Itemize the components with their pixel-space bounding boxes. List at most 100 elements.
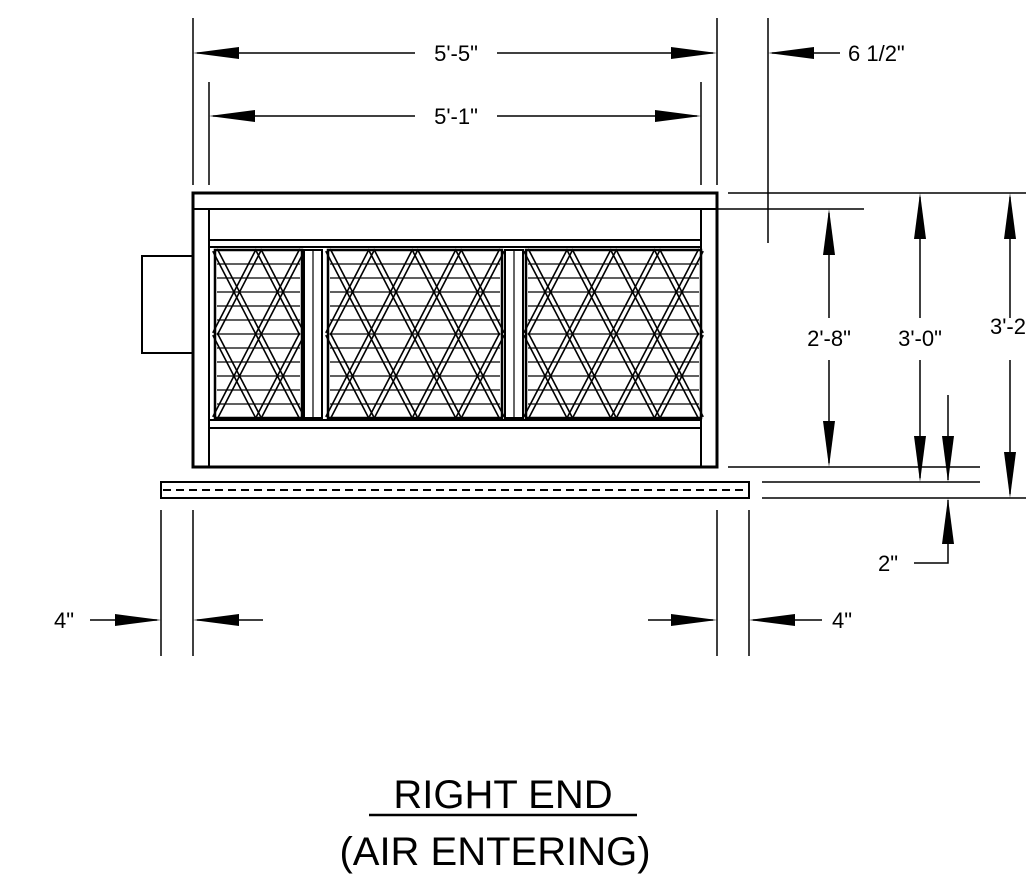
bracing-bar xyxy=(566,334,612,420)
dim-right-overhang: 4" xyxy=(832,608,852,633)
subtitle-text: (AIR ENTERING) xyxy=(339,830,650,874)
side-junction-box xyxy=(141,255,193,354)
extension-lines xyxy=(160,18,1026,656)
bracing-bar xyxy=(566,250,612,336)
bracing-bar xyxy=(658,248,704,334)
bracing-bar xyxy=(566,248,612,334)
bracing-bar xyxy=(615,334,661,420)
filter-grille xyxy=(212,248,704,420)
arrow-up xyxy=(942,498,954,544)
arrow-right xyxy=(671,614,717,626)
bracing-bar xyxy=(216,250,262,336)
bracing-bar xyxy=(523,250,569,336)
bracing-bar xyxy=(460,250,505,336)
arrow-left xyxy=(193,614,239,626)
dimension-lines xyxy=(90,47,1016,626)
arrow-down xyxy=(1004,452,1016,498)
bracing-bar xyxy=(368,248,414,334)
bracing-bar xyxy=(455,250,501,336)
dim-inner-width: 5'-1" xyxy=(434,104,478,129)
arrow-left xyxy=(193,47,239,59)
bracing-bar xyxy=(212,332,257,418)
grille-panel xyxy=(213,248,304,420)
bracing-bar xyxy=(566,332,612,418)
dim-side-offset: 6 1/2" xyxy=(848,41,905,66)
bracing-bar xyxy=(260,248,305,334)
arrow-right xyxy=(671,47,717,59)
bracing-bar xyxy=(216,332,262,418)
bracing-bar xyxy=(368,334,414,420)
bracing-bar xyxy=(416,248,462,334)
bracing-bar xyxy=(654,334,700,420)
bracing-bar xyxy=(610,248,656,334)
bracing-bar xyxy=(212,250,257,336)
bracing-bar xyxy=(325,248,370,334)
arrow-down xyxy=(942,436,954,482)
bracing-bar xyxy=(610,334,656,420)
arrow-right xyxy=(655,110,701,122)
bracing-bar xyxy=(255,248,301,334)
arrow-down xyxy=(914,436,926,482)
bracing-bar xyxy=(658,332,704,418)
view-title: RIGHT END (AIR ENTERING) xyxy=(339,773,650,874)
bracing-bar xyxy=(527,332,573,418)
bracing-bar xyxy=(325,250,370,336)
bracing-bar xyxy=(523,248,569,334)
arrow-up xyxy=(823,209,835,255)
bracing-bar xyxy=(460,248,505,334)
bracing-bar xyxy=(654,250,700,336)
bracing-bar xyxy=(412,332,457,418)
dim-left-overhang: 4" xyxy=(54,608,74,633)
bracing-bar xyxy=(329,250,375,336)
grille-panel xyxy=(326,248,504,420)
cabinet-outline xyxy=(191,191,719,469)
base-rail-outline xyxy=(160,481,750,499)
arrow-left xyxy=(768,47,814,59)
bracing-bar xyxy=(329,332,375,418)
dim-cabinet-height: 3'-0" xyxy=(898,326,942,351)
dim-overall-height: 3'-2 xyxy=(990,314,1026,339)
bracing-bar xyxy=(460,332,505,418)
bracing-bar xyxy=(412,334,457,420)
arrow-left xyxy=(209,110,255,122)
bracing-bar xyxy=(325,334,370,420)
bracing-bar xyxy=(571,332,617,418)
bracing-bar xyxy=(260,250,305,336)
bracing-bar xyxy=(216,248,262,334)
bracing-bar xyxy=(212,334,257,420)
bracing-bar xyxy=(373,248,418,334)
arrow-up xyxy=(914,193,926,239)
bracing-bar xyxy=(460,334,505,420)
bracing-bar xyxy=(527,248,573,334)
arrow-up xyxy=(1004,193,1016,239)
dim-overall-width: 5'-5" xyxy=(434,41,478,66)
base-rail xyxy=(160,481,750,499)
bracing-bar xyxy=(416,332,462,418)
bracing-bar xyxy=(654,332,700,418)
dimension-labels: 5'-5" 5'-1" 6 1/2" 2'-8" 3'-0" 3'-2 2" 4… xyxy=(54,41,1026,633)
bracing-bar xyxy=(455,334,501,420)
bracing-bar xyxy=(658,334,704,420)
bracing-bar xyxy=(212,248,257,334)
grille-panel xyxy=(524,248,703,420)
dim-base-thickness: 2" xyxy=(878,551,898,576)
bracing-bar xyxy=(329,248,375,334)
bracing-bar xyxy=(523,332,569,418)
arrow-down xyxy=(823,421,835,467)
bracing-bar xyxy=(368,332,414,418)
bracing-bar xyxy=(255,334,301,420)
bracing-bar xyxy=(571,250,617,336)
bracing-bar xyxy=(325,332,370,418)
bracing-bar xyxy=(373,250,418,336)
bracing-bar xyxy=(654,248,700,334)
bracing-bar xyxy=(416,250,462,336)
bracing-bar xyxy=(527,250,573,336)
bracing-bar xyxy=(368,250,414,336)
title-text: RIGHT END xyxy=(393,773,612,817)
bracing-bar xyxy=(523,334,569,420)
bracing-bar xyxy=(260,334,305,420)
dim-opening-height: 2'-8" xyxy=(807,326,851,351)
bracing-bar xyxy=(255,250,301,336)
bracing-bar xyxy=(373,332,418,418)
